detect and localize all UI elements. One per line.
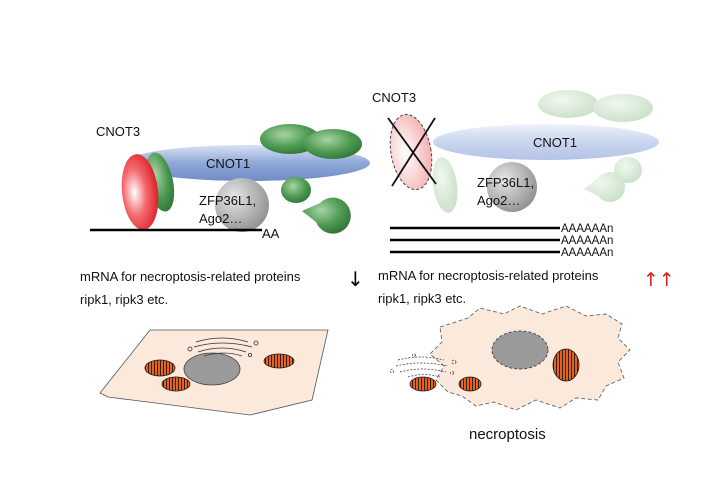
golgi-icon [187, 337, 259, 357]
mrna-examples-left: ripk1, ripk3 etc. [80, 292, 168, 307]
cnot1-label-left: CNOT1 [206, 156, 250, 171]
left-panel: CNOT3 CNOT1 ZFP36L1, Ago2… AA mRNA for n… [80, 124, 370, 416]
cnot3-label-left: CNOT3 [96, 124, 140, 139]
polya-tail-right-2: AAAAAAn [561, 235, 613, 247]
fragmented-golgi-icon [389, 353, 457, 378]
cnot3-label-right: CNOT3 [372, 90, 416, 105]
pale-green-subunit [593, 94, 653, 122]
mitochondrion-icon [552, 348, 580, 382]
green-subunit [304, 129, 362, 159]
mitochondrion-icon [161, 376, 191, 392]
grey-protein-right [487, 162, 537, 212]
polya-tail-right-3: AAAAAAn [561, 247, 613, 259]
mrna-caption-right: mRNA for necroptosis-related proteins [378, 268, 599, 283]
complex-label-line2-left: Ago2… [199, 211, 242, 226]
mitochondrion-icon [144, 359, 176, 377]
cell-nucleus-right [491, 330, 549, 370]
grey-protein-left [215, 178, 269, 232]
complex-label-line1-left: ZFP36L1, [199, 193, 256, 208]
green-subunit [281, 177, 311, 203]
mrna-caption-left: mRNA for necroptosis-related proteins [80, 269, 301, 284]
pale-green-subunit [538, 90, 598, 118]
cell-nucleus-left [183, 352, 241, 386]
mrna-examples-right: ripk1, ripk3 etc. [378, 291, 466, 306]
pale-green-subunit [614, 157, 642, 183]
cross-out-icon [387, 117, 437, 187]
mitochondrion-icon [263, 353, 295, 369]
polya-tail-left: AA [262, 226, 280, 241]
cnot1-shape-left [126, 145, 370, 181]
mitochondrion-icon [409, 376, 437, 392]
polya-tail-right-1: AAAAAAn [561, 223, 613, 235]
complex-label-line1-right: ZFP36L1, [477, 175, 534, 190]
double-up-arrow-icon: ↑↑ [643, 269, 675, 291]
cnot1-shape-right [433, 124, 659, 160]
down-arrow-icon: ↓ [347, 267, 364, 291]
right-panel: CNOT3 CNOT1 ZFP36L1, Ago2… AAAAAAn AAAAA… [372, 90, 675, 443]
cnot3-shape-left [121, 154, 159, 230]
mitochondrion-icon [458, 376, 482, 392]
necroptosis-label: necroptosis [469, 426, 546, 443]
green-pacman-subunit [302, 197, 351, 234]
pale-green-subunit [432, 157, 458, 213]
cnot1-label-right: CNOT1 [533, 135, 577, 150]
pale-green-pacman-subunit [584, 171, 625, 202]
complex-label-line2-right: Ago2… [477, 193, 520, 208]
